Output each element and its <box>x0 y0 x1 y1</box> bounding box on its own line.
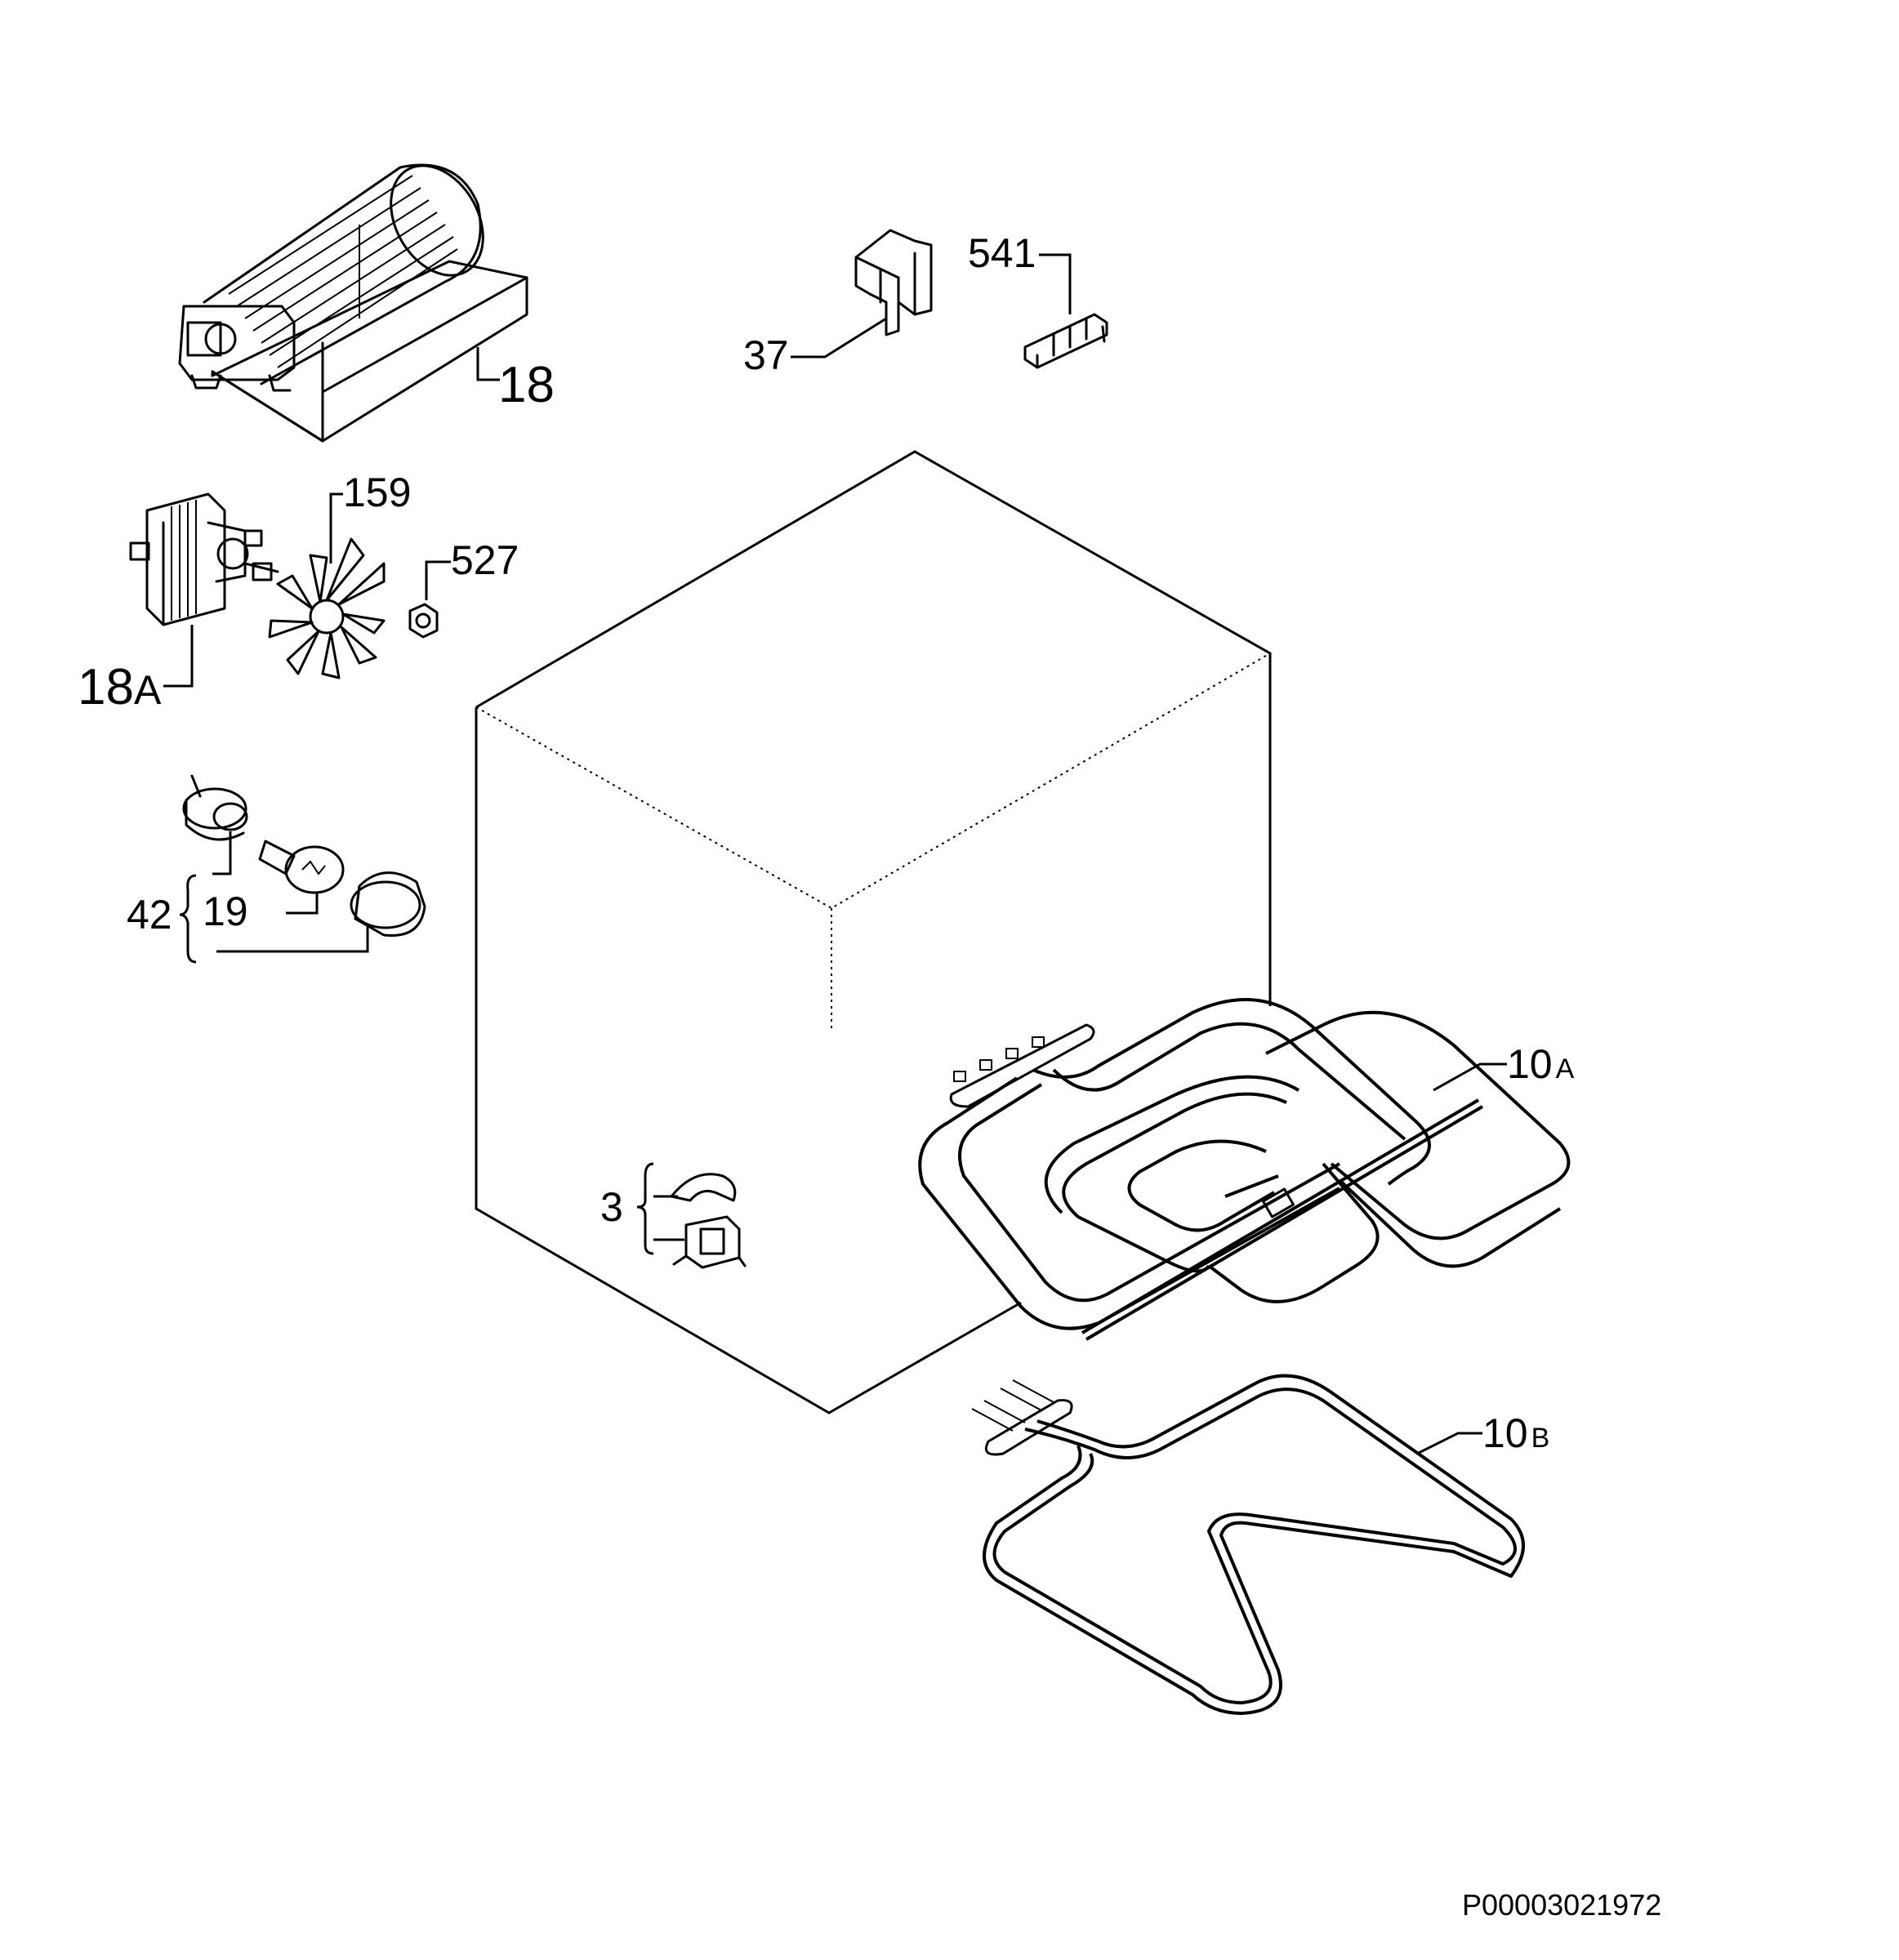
lamp-holder <box>182 774 248 841</box>
oven-cavity-box <box>475 450 1272 1414</box>
grill-element-10a <box>918 998 1571 1341</box>
terminal-connector-541 <box>1023 313 1108 369</box>
base-element-10b <box>971 1374 1525 1715</box>
thermostat-clip <box>670 1173 737 1202</box>
brace-3 <box>636 1162 654 1255</box>
label-18a: 18A <box>78 659 162 715</box>
leader-159 <box>329 492 343 564</box>
label-42: 42 <box>127 892 172 938</box>
leader-10b <box>1416 1432 1482 1455</box>
lamp-cover <box>350 871 426 938</box>
label-37: 37 <box>743 332 789 378</box>
leader-19 <box>286 892 319 915</box>
nut <box>408 603 439 639</box>
label-541: 541 <box>968 230 1036 276</box>
drawing-code: P00003021972 <box>1462 1888 1661 1922</box>
leader-18a <box>163 625 194 688</box>
switch-37 <box>854 229 933 336</box>
leader-42-holder <box>212 831 232 875</box>
brace-42 <box>179 874 197 964</box>
lamp-bulb <box>258 840 345 894</box>
fan-blade <box>268 537 386 679</box>
leader-42-cover <box>216 927 369 953</box>
label-19: 19 <box>203 889 248 934</box>
leader-541 <box>1039 253 1072 314</box>
label-3: 3 <box>600 1184 623 1230</box>
leader-37 <box>791 317 887 359</box>
leader-527 <box>425 560 451 600</box>
leader-10a <box>1433 1062 1507 1092</box>
label-18: 18 <box>498 357 555 413</box>
leader-18 <box>476 347 500 381</box>
label-159: 159 <box>343 470 411 515</box>
fan-motor <box>129 492 279 626</box>
tangential-fan-assembly <box>178 163 528 443</box>
thermostat-sensor <box>672 1215 747 1269</box>
label-527: 527 <box>451 537 519 583</box>
